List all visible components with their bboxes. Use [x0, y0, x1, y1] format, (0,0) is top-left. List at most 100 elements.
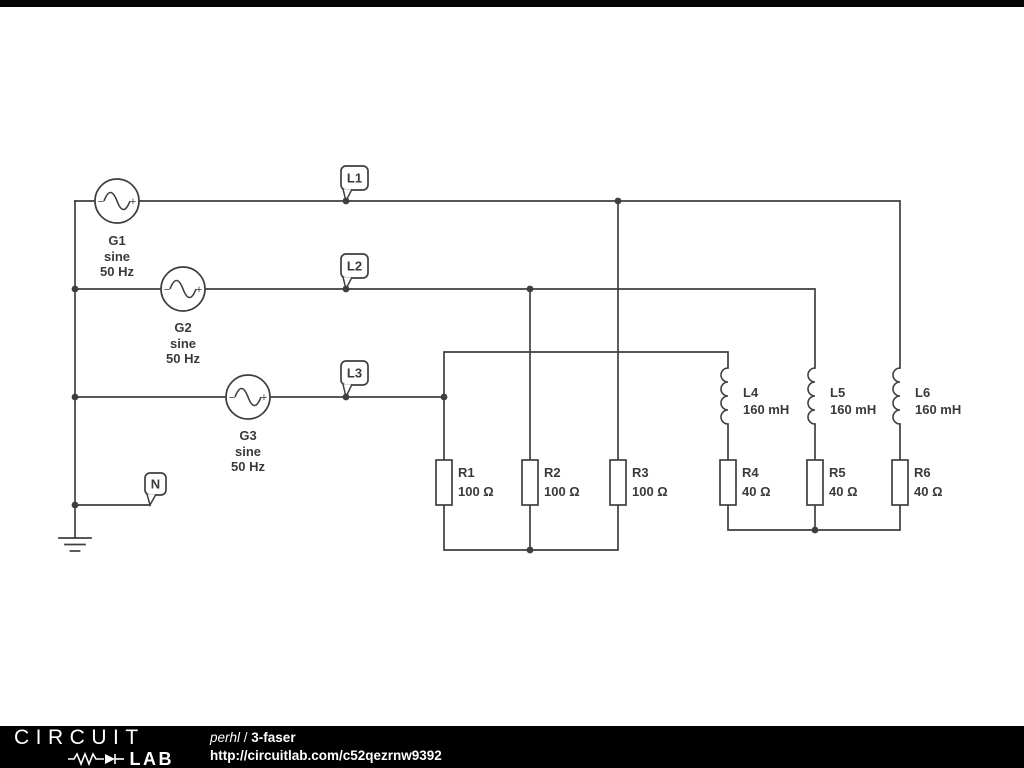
- net-flag-L1[interactable]: L1: [340, 165, 369, 204]
- wires: [74, 200, 901, 551]
- sine-wave-icon: [169, 279, 197, 299]
- junction-dots: [71, 197, 819, 554]
- junction-dot: [440, 393, 448, 401]
- resistor-name: R4: [742, 465, 759, 480]
- net-flag-L2[interactable]: L2: [340, 253, 369, 292]
- author-name[interactable]: perhl: [210, 729, 241, 745]
- logo-circuit-text: CIRCUIT: [14, 725, 145, 749]
- junction-dot: [342, 393, 350, 401]
- resistor-body: [719, 459, 737, 506]
- resistor-R2[interactable]: R2 100 Ω: [521, 459, 580, 506]
- inductor-L4[interactable]: L4 160 mH: [720, 367, 789, 425]
- coil-icon: [720, 367, 729, 425]
- resistor-name: R3: [632, 465, 649, 480]
- footer-bar: CIRCUIT LAB perhl / 3-faser http://circu…: [0, 726, 1024, 768]
- resistor-name: R6: [914, 465, 931, 480]
- logo-lab-text: LAB: [129, 748, 174, 768]
- resistor-body: [609, 459, 627, 506]
- flag-label: L2: [347, 259, 362, 274]
- resistor-R4[interactable]: R4 40 Ω: [719, 459, 771, 506]
- resistor-R3[interactable]: R3 100 Ω: [609, 459, 668, 506]
- junction-dot: [71, 285, 79, 293]
- wire-segment: [443, 504, 619, 551]
- top-bar: [0, 0, 1024, 7]
- wire-segment: [443, 351, 729, 461]
- wire-segment: [204, 288, 816, 369]
- resistor-name: R1: [458, 465, 475, 480]
- sine-wave-icon: [103, 191, 131, 211]
- resistor-body: [891, 459, 909, 506]
- flag-box: [340, 360, 369, 386]
- junction-dot: [342, 197, 350, 205]
- flag-label: N: [151, 477, 160, 492]
- junction-dot: [71, 501, 79, 509]
- schematic-url[interactable]: http://circuitlab.com/c52qezrnw9392: [210, 748, 442, 763]
- junction-dot: [526, 285, 534, 293]
- schematic-title: perhl / 3-faser: [210, 730, 442, 746]
- voltage-source-G3[interactable]: − + G3 sine 50 Hz: [225, 374, 271, 474]
- project-name[interactable]: 3-faser: [251, 729, 296, 745]
- sine-wave-icon: [234, 387, 262, 407]
- flag-pointer: [146, 493, 157, 507]
- polarity-minus: −: [98, 196, 104, 208]
- resistor-name: R5: [829, 465, 846, 480]
- resistor-value: 40 Ω: [829, 484, 858, 499]
- resistor-value: 100 Ω: [632, 484, 668, 499]
- flag-label: L3: [347, 366, 362, 381]
- source-name: G2: [174, 320, 191, 335]
- source-name: G3: [239, 428, 256, 443]
- net-flag-N[interactable]: N: [144, 472, 167, 507]
- junction-dot: [342, 285, 350, 293]
- source-name: G1: [108, 233, 125, 248]
- junction-dot: [614, 197, 622, 205]
- junction-dot: [526, 546, 534, 554]
- source-waveform: sine: [170, 336, 196, 351]
- source-waveform: sine: [235, 444, 261, 459]
- voltage-source-G2[interactable]: − + G2 sine 50 Hz: [160, 266, 206, 366]
- source-waveform: sine: [104, 249, 130, 264]
- circuitlab-logo[interactable]: CIRCUIT LAB: [14, 727, 174, 768]
- flag-box: [340, 253, 369, 279]
- ground-symbol[interactable]: [58, 537, 92, 552]
- inductor-value: 160 mH: [743, 402, 789, 417]
- resistor-body: [435, 459, 453, 506]
- resistor-R1[interactable]: R1 100 Ω: [435, 459, 494, 506]
- polarity-minus: −: [164, 284, 170, 296]
- inductor-value: 160 mH: [830, 402, 876, 417]
- inductor-L5[interactable]: L5 160 mH: [807, 367, 876, 425]
- flag-box: [340, 165, 369, 191]
- wire-segment: [138, 200, 901, 369]
- junction-dot: [811, 526, 819, 534]
- source-frequency: 50 Hz: [231, 459, 265, 474]
- coil-icon: [892, 367, 901, 425]
- source-frequency: 50 Hz: [100, 264, 134, 279]
- resistor-value: 100 Ω: [458, 484, 494, 499]
- resistor-diode-icon: [67, 751, 124, 766]
- resistor-body: [806, 459, 824, 506]
- inductor-name: L5: [830, 385, 845, 400]
- resistor-body: [521, 459, 539, 506]
- inductor-value: 160 mH: [915, 402, 961, 417]
- polarity-plus: +: [196, 284, 202, 296]
- polarity-plus: +: [130, 196, 136, 208]
- flag-label: L1: [347, 171, 362, 186]
- polarity-minus: −: [229, 392, 235, 404]
- resistor-value: 40 Ω: [914, 484, 943, 499]
- title-separator: /: [240, 729, 252, 745]
- polarity-plus: +: [261, 392, 267, 404]
- resistor-value: 40 Ω: [742, 484, 771, 499]
- inductor-L6[interactable]: L6 160 mH: [892, 367, 961, 425]
- voltage-source-G1[interactable]: − + G1 sine 50 Hz: [94, 178, 140, 279]
- resistor-R6[interactable]: R6 40 Ω: [891, 459, 943, 506]
- net-flag-L3[interactable]: L3: [340, 360, 369, 400]
- coil-icon: [807, 367, 816, 425]
- resistor-R5[interactable]: R5 40 Ω: [806, 459, 858, 506]
- resistor-name: R2: [544, 465, 561, 480]
- resistor-value: 100 Ω: [544, 484, 580, 499]
- inductor-name: L6: [915, 385, 930, 400]
- wire-segment: [727, 504, 901, 531]
- source-frequency: 50 Hz: [166, 351, 200, 366]
- inductor-name: L4: [743, 385, 759, 400]
